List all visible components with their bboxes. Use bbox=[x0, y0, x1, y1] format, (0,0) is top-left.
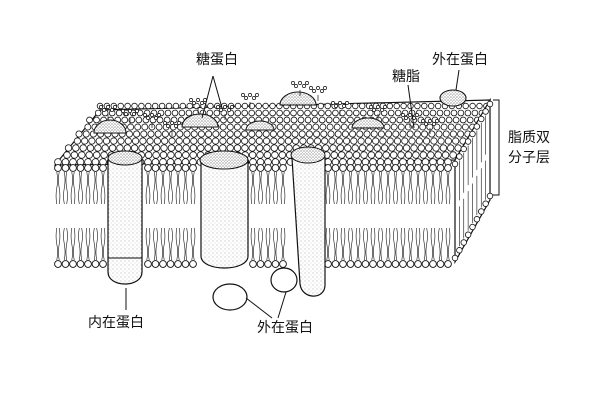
leader-glycoprotein-left bbox=[201, 75, 214, 119]
label-lipid-bilayer-line1: 脂质双 bbox=[508, 130, 550, 146]
label-glycoprotein: 糖蛋白 bbox=[196, 52, 238, 68]
leader-glycolipid bbox=[407, 84, 415, 129]
leader-glycoprotein-right bbox=[212, 75, 223, 109]
bilayer-bracket bbox=[493, 99, 500, 196]
peripheral-protein-bottom-right bbox=[270, 267, 298, 293]
peripheral-protein-bottom-left bbox=[212, 283, 248, 311]
label-peripheral-protein-bottom: 外在蛋白 bbox=[257, 320, 313, 336]
leader-ext-bottom-left bbox=[245, 297, 273, 319]
integral-protein-right bbox=[290, 146, 326, 297]
label-peripheral-protein-top: 外在蛋白 bbox=[432, 52, 488, 68]
leader-peripheral-top bbox=[455, 69, 460, 91]
front-lower-heads bbox=[54, 260, 452, 268]
leader-ext-bottom-right bbox=[277, 291, 287, 319]
side-face-tails bbox=[451, 100, 494, 262]
peripheral-protein-top bbox=[439, 89, 467, 107]
label-integral-protein: 内在蛋白 bbox=[88, 315, 144, 331]
label-lipid-bilayer-line2: 分子层 bbox=[508, 150, 550, 166]
sugar-chains bbox=[99, 81, 439, 136]
integral-protein-middle bbox=[199, 150, 249, 269]
front-upper-heads bbox=[54, 164, 452, 172]
leader-lines bbox=[125, 69, 500, 319]
integral-protein-left bbox=[107, 150, 143, 285]
label-glycolipid: 糖脂 bbox=[392, 69, 420, 85]
front-face-tails bbox=[55, 171, 451, 261]
surface-protein-domes bbox=[93, 91, 385, 134]
